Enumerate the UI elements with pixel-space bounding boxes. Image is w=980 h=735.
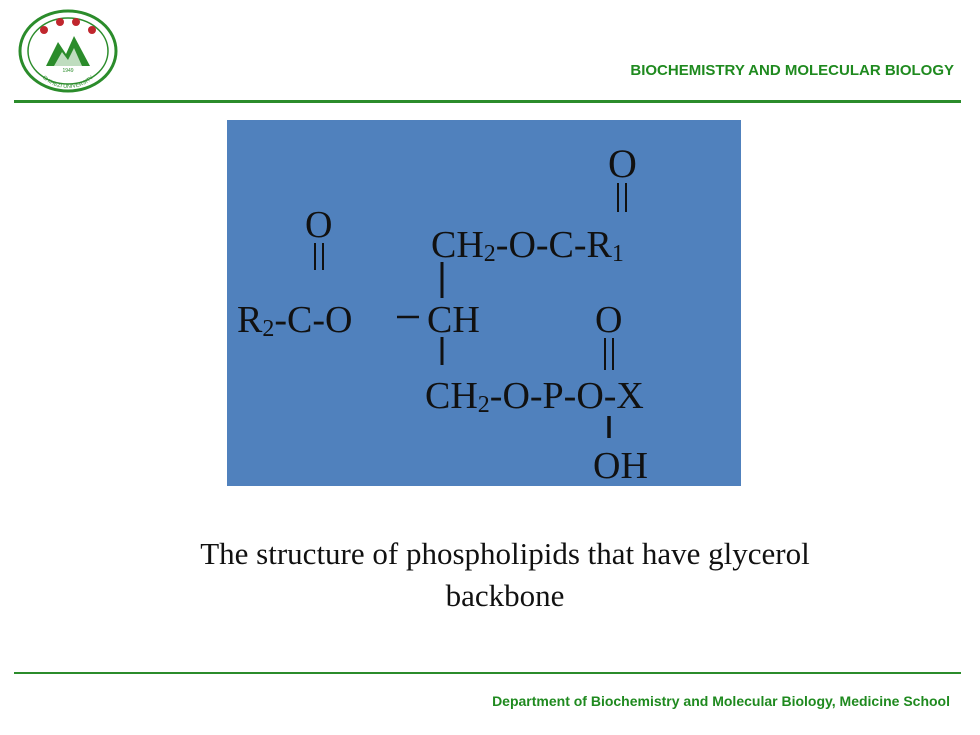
slide-caption: The structure of phospholipids that have…	[100, 533, 910, 617]
phosphate-group: CH2-O-P-O-X	[425, 375, 644, 418]
university-logo: 1949 SHIHEZI UNIVERSITY	[18, 9, 118, 93]
phosphoryl-oxygen: O	[595, 299, 622, 341]
carbonyl-oxygen-r2: O	[305, 204, 332, 246]
glycerol-ch: CH	[427, 299, 480, 341]
caption-line-1: The structure of phospholipids that have…	[200, 536, 810, 571]
r2-ester-group: R2-C-O	[237, 299, 352, 342]
caption-line-2: backbone	[445, 578, 565, 613]
carbonyl-oxygen-r1: O	[608, 141, 637, 186]
phospholipid-structure-diagram: O CH2-O-C-R1 O R2-C-O CH O CH2-O-P-O-X O…	[227, 120, 741, 487]
footer-divider	[14, 672, 961, 674]
logo-year: 1949	[62, 68, 73, 74]
footer-department: Department of Biochemistry and Molecular…	[492, 693, 950, 709]
header-divider	[14, 100, 961, 103]
hydroxyl-group: OH	[593, 445, 648, 486]
ch2-ester-group: CH2-O-C-R1	[431, 224, 624, 267]
header-title: BIOCHEMISTRY AND MOLECULAR BIOLOGY	[630, 62, 954, 79]
